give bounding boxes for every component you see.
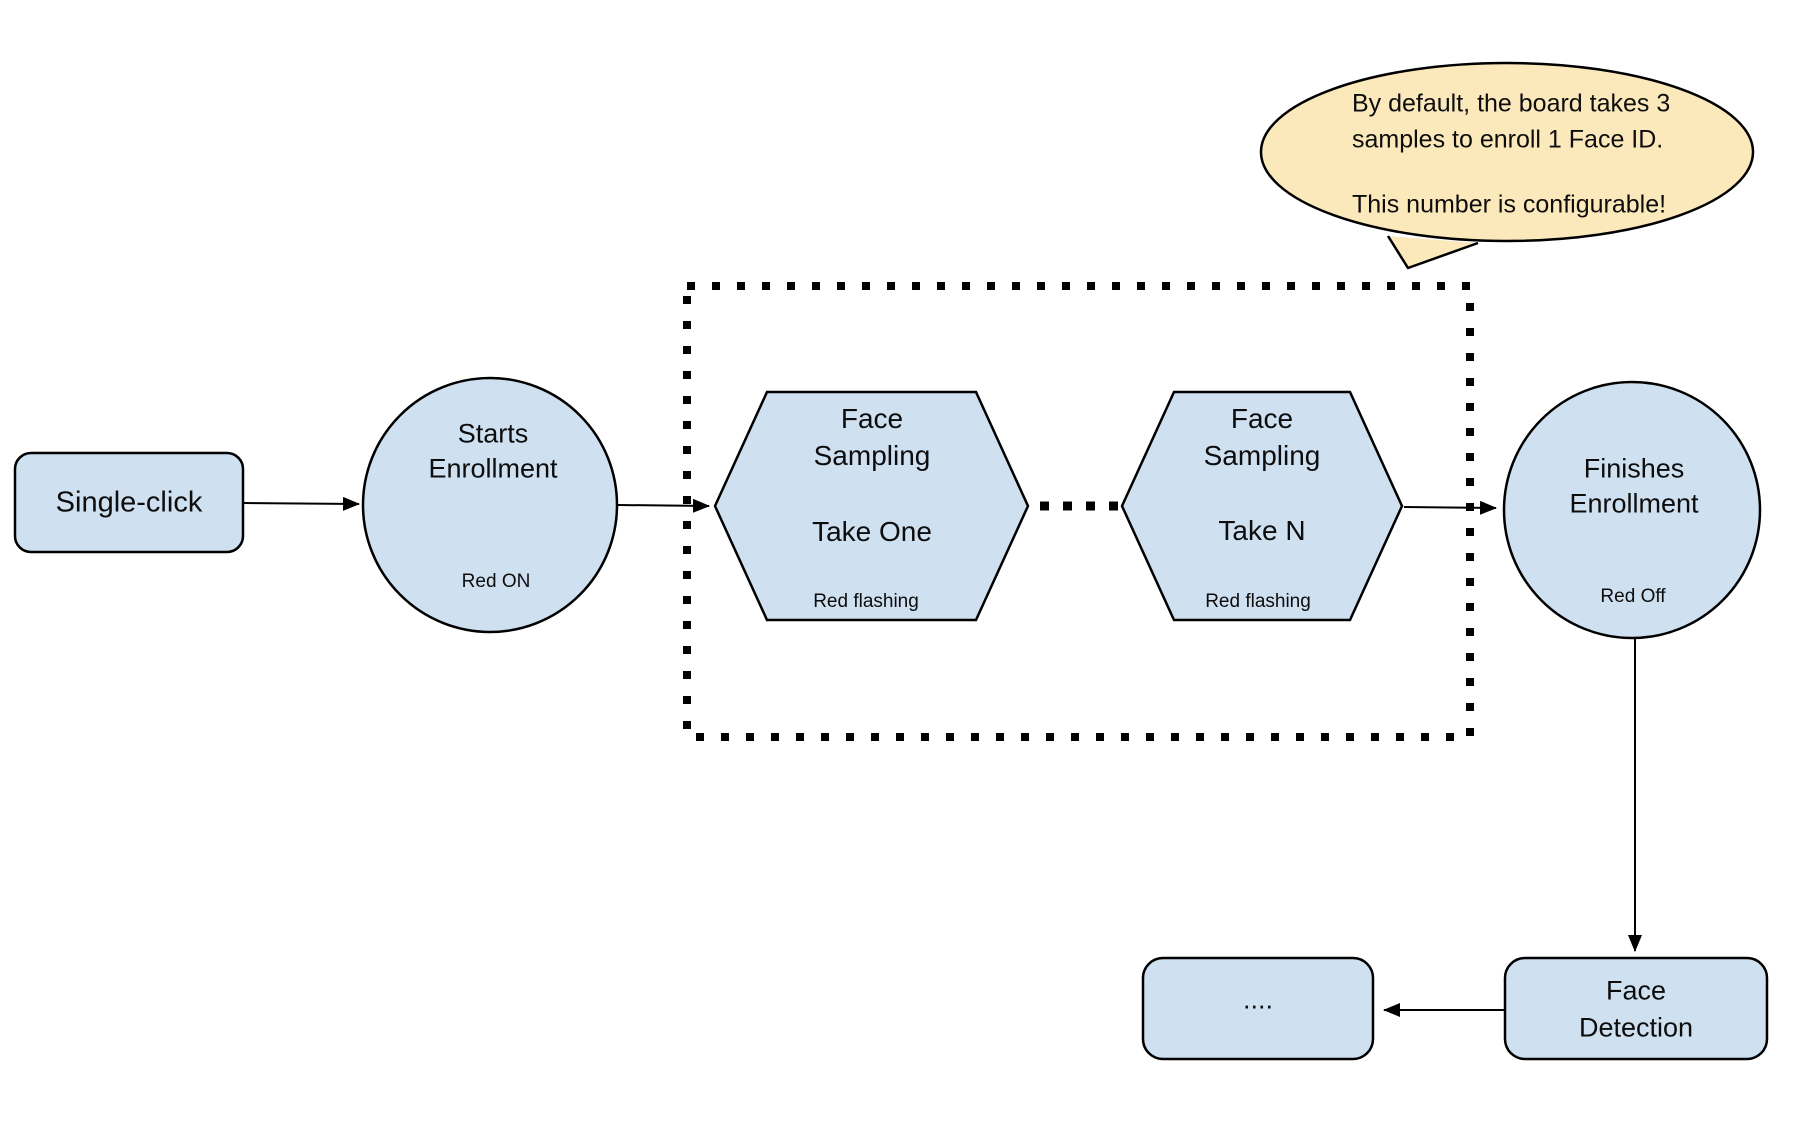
finishes-enrollment-line2: Enrollment bbox=[1569, 488, 1699, 519]
face-detection-line2: Detection bbox=[1578, 1012, 1694, 1043]
callout-line2: samples to enroll 1 Face ID. bbox=[1352, 125, 1664, 154]
face-sampling-n-status: Red flashing bbox=[1205, 591, 1311, 613]
arrow-singleclick-to-starts bbox=[243, 496, 360, 511]
single-click-label: Single-click bbox=[55, 486, 203, 519]
face-sampling-n-line2: Sampling bbox=[1203, 439, 1321, 471]
face-sampling-n-node-shape bbox=[1120, 390, 1404, 622]
sampling-group-dotted-border bbox=[683, 282, 1474, 741]
arrow-starts-to-sampling bbox=[617, 498, 710, 513]
callout-bubble bbox=[1259, 61, 1755, 243]
starts-enrollment-status: Red ON bbox=[461, 571, 531, 593]
face-sampling-n-line1: Face bbox=[1230, 402, 1294, 434]
starts-enrollment-line2: Enrollment bbox=[428, 453, 558, 484]
starts-enrollment-node-shape bbox=[361, 376, 619, 634]
arrow-sampling-to-finishes bbox=[1403, 500, 1497, 515]
face-sampling-one-line1: Face bbox=[840, 402, 904, 434]
finishes-enrollment-node-shape bbox=[1502, 380, 1762, 640]
face-detection-line1: Face bbox=[1605, 975, 1667, 1006]
starts-enrollment-line1: Starts bbox=[457, 418, 529, 449]
ellipsis-node-label: .... bbox=[1242, 984, 1274, 1015]
callout-bubble-tail bbox=[1386, 235, 1479, 270]
face-sampling-one-node-shape bbox=[713, 390, 1030, 622]
callout-line3: This number is configurable! bbox=[1352, 190, 1667, 219]
ellipsis-node-shape bbox=[1141, 956, 1375, 1061]
single-click-node-shape bbox=[13, 451, 245, 554]
finishes-enrollment-line1: Finishes bbox=[1583, 453, 1685, 484]
callout-line1: By default, the board takes 3 bbox=[1352, 89, 1671, 118]
face-detection-node-shape bbox=[1503, 956, 1769, 1061]
finishes-enrollment-status: Red Off bbox=[1600, 586, 1666, 608]
face-sampling-one-status: Red flashing bbox=[813, 591, 919, 613]
face-sampling-n-take: Take N bbox=[1218, 514, 1306, 546]
face-sampling-one-take: Take One bbox=[812, 515, 932, 547]
face-sampling-one-line2: Sampling bbox=[813, 439, 931, 471]
